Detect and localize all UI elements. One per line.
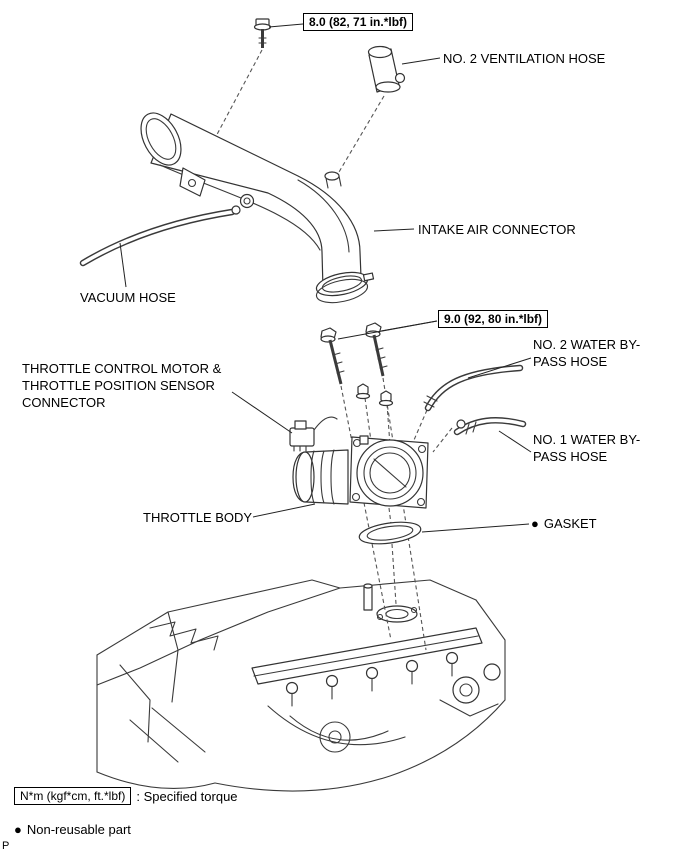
gasket-drawing xyxy=(358,521,422,545)
non-reusable-dot-icon: ● xyxy=(14,822,22,837)
legend-nonreusable: ● Non-reusable part xyxy=(14,822,131,837)
water-bypass-hose-1-drawing xyxy=(453,417,527,436)
water-bypass-hose-2-drawing xyxy=(423,364,524,412)
label-gasket-text: GASKET xyxy=(543,516,597,531)
mounting-bolts-drawing xyxy=(320,322,388,385)
label-vacuum-hose: VACUUM HOSE xyxy=(80,290,176,305)
label-throttle-connector: THROTTLE CONTROL MOTOR & THROTTLE POSITI… xyxy=(22,361,222,410)
label-no2-water-bypass-hose: NO. 2 WATER BY-PASS HOSE xyxy=(533,337,641,369)
legend-nonreusable-text: Non-reusable part xyxy=(26,822,131,837)
intake-air-connector-drawing xyxy=(140,112,375,304)
ventilation-hose-drawing xyxy=(367,45,406,93)
label-gasket: ● GASKET xyxy=(531,516,597,533)
torque-spec-mid-box: 9.0 (92, 80 in.*lbf) xyxy=(438,310,549,328)
non-reusable-dot-icon: ● xyxy=(531,516,539,531)
vacuum-hose-drawing xyxy=(79,205,241,267)
flange-bolt-drawing xyxy=(253,18,272,48)
label-no1-water-bypass-hose: NO. 1 WATER BY-PASS HOSE xyxy=(533,432,641,464)
leader-lines xyxy=(119,23,532,533)
flange-nuts-drawing xyxy=(355,383,394,407)
engine-assembly-drawing xyxy=(96,579,506,792)
assembly-dashed-lines xyxy=(196,49,453,651)
legend-torque: N*m (kgf*cm, ft.*lbf) : Specified torque xyxy=(14,787,238,805)
throttle-connector-drawing xyxy=(289,416,338,452)
throttle-body-drawing xyxy=(292,435,429,509)
legend-torque-text: : Specified torque xyxy=(136,788,238,804)
torque-spec-top-box: 8.0 (82, 71 in.*lbf) xyxy=(303,13,414,31)
label-no2-ventilation-hose: NO. 2 VENTILATION HOSE xyxy=(443,51,606,66)
page-corner-mark: P xyxy=(2,840,10,852)
label-intake-air-connector: INTAKE AIR CONNECTOR xyxy=(418,222,576,237)
label-throttle-body: THROTTLE BODY xyxy=(143,510,253,525)
legend-torque-unit-box: N*m (kgf*cm, ft.*lbf) xyxy=(14,787,132,805)
